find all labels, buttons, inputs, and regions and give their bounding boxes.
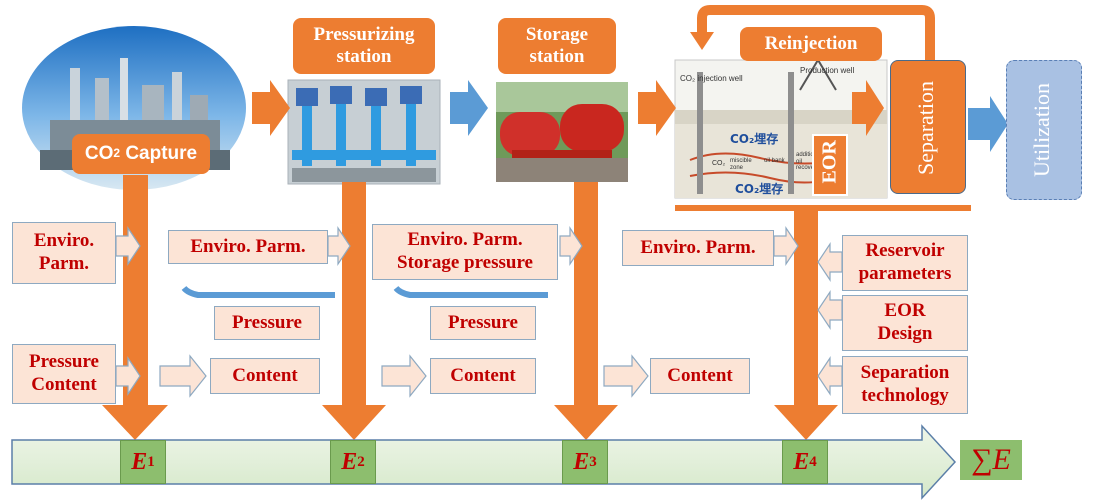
energy-bar bbox=[11, 424, 957, 500]
storage-photo bbox=[496, 82, 628, 182]
arrow-down-e1 bbox=[102, 175, 168, 440]
reservoir-param: Reservoir parameters bbox=[842, 235, 968, 291]
arrow-capture-to-pressurizing bbox=[252, 80, 290, 136]
energy-sum: ∑E bbox=[960, 440, 1022, 480]
eor-production-well-label: Production well bbox=[800, 66, 855, 75]
eor-zone-co2: CO₂ bbox=[712, 160, 726, 167]
feedback-line-2 bbox=[181, 285, 335, 298]
eor-zone-oil-bank: oil bank bbox=[764, 158, 785, 164]
eor-schematic bbox=[674, 58, 888, 199]
storage-station-label: Storage station bbox=[498, 18, 616, 74]
arrow-storage-to-eor bbox=[638, 80, 676, 136]
arrow-eor-to-separation bbox=[852, 80, 884, 136]
stage3-pressure-param: Pressure bbox=[430, 306, 536, 340]
arrow-down-e4 bbox=[774, 211, 838, 440]
pressurizing-station-label: Pressurizing station bbox=[293, 18, 435, 74]
arrow-down-e2 bbox=[322, 182, 386, 440]
stage4-enviro-param: Enviro. Parm. bbox=[622, 230, 774, 266]
eor-storage-bottom: CO₂埋存 bbox=[735, 182, 784, 196]
stage2-enviro-param: Enviro. Parm. bbox=[168, 230, 328, 264]
stage3-content-param: Content bbox=[430, 358, 536, 394]
feedback-line-3 bbox=[393, 285, 548, 298]
eor-design-param: EOR Design bbox=[842, 295, 968, 351]
separation-box: Separation bbox=[890, 60, 966, 194]
arrow-pressurizing-to-storage bbox=[450, 80, 488, 136]
pressurizing-photo bbox=[287, 79, 441, 185]
stage2-pressure-param: Pressure bbox=[214, 306, 320, 340]
arrow-separation-to-utilization bbox=[968, 96, 1008, 152]
eor-zone-additional: additional oil recovery bbox=[796, 152, 822, 172]
utilization-box: Utilization bbox=[1006, 60, 1082, 200]
stage1-enviro-param: Enviro. Parm. bbox=[12, 222, 116, 284]
eor-zone-miscible: miscible zone bbox=[730, 158, 752, 171]
eor-injection-well-label: CO₂ injection well bbox=[680, 74, 743, 83]
stage2-content-param: Content bbox=[210, 358, 320, 394]
stage1-pressure-content-param: Pressure Content bbox=[12, 344, 116, 404]
eor-label-box: EOR bbox=[812, 134, 848, 196]
reinjection-label: Reinjection bbox=[740, 27, 882, 61]
stage3-enviro-param: Enviro. Parm. Storage pressure bbox=[372, 224, 558, 280]
eor-storage-top: CO₂埋存 bbox=[730, 132, 779, 146]
stage4-content-param: Content bbox=[650, 358, 750, 394]
separation-technology-param: Separation technology bbox=[842, 356, 968, 414]
arrow-down-e3 bbox=[554, 182, 618, 440]
reinjection-loop bbox=[697, 5, 935, 60]
